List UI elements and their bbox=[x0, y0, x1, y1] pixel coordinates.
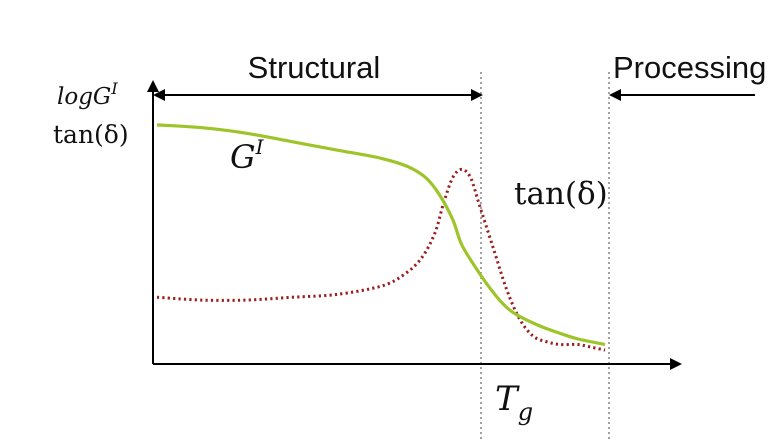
tg-label-sub: g bbox=[518, 398, 533, 426]
region-label-structural: Structural bbox=[248, 50, 381, 85]
tg-label-main: T bbox=[495, 379, 520, 419]
g-prime-curve bbox=[156, 123, 606, 347]
curve-label-tan-delta: tan(δ) bbox=[514, 176, 608, 212]
curve-label-g-sup: I bbox=[255, 135, 265, 159]
tg-label: Tg bbox=[495, 379, 533, 426]
y-axis-label-log-g-sup: I bbox=[110, 79, 118, 98]
series-layer bbox=[156, 123, 606, 352]
curve-label-g-main: G bbox=[230, 138, 256, 176]
region-label-processing: Processing bbox=[613, 50, 766, 85]
curve-label-g: GI bbox=[230, 135, 265, 176]
y-axis-label-log-g-main: logG bbox=[57, 84, 111, 110]
tan-delta-curve bbox=[156, 167, 606, 352]
y-axis-label-log-g: logGI bbox=[57, 79, 118, 110]
y-axis-label-tan-delta: tan(δ) bbox=[53, 120, 129, 149]
